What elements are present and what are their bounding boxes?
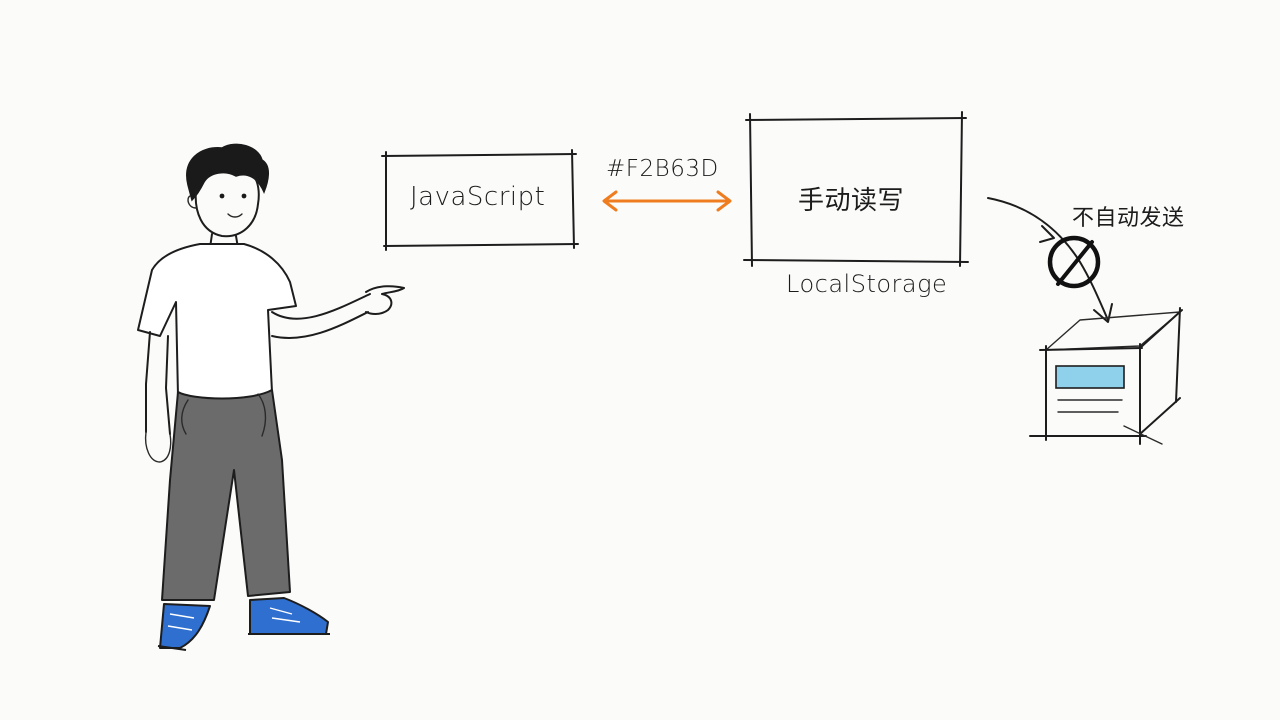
person-shoe-right (249, 597, 329, 635)
person-hair (186, 143, 269, 202)
javascript-box-label: JavaScript (410, 182, 546, 212)
arrow-color-label: #F2B63D (606, 156, 719, 182)
prohibited-icon (1047, 235, 1101, 289)
server-screen (1055, 365, 1125, 389)
person-shoe-left (159, 603, 211, 649)
send-arrow (987, 197, 1113, 323)
server-icon (1029, 307, 1183, 445)
person-shirt (137, 243, 297, 403)
storage-box-caption: LocalStorage (786, 270, 948, 298)
storage-box-frame (743, 111, 969, 267)
storage-box-label: 手动读写 (798, 186, 905, 216)
person-illustration (137, 143, 405, 651)
javascript-box-frame (381, 149, 579, 251)
no-auto-send-label: 不自动发送 (1072, 206, 1185, 231)
person-face (194, 175, 260, 238)
person-pants (161, 389, 291, 601)
bidirectional-arrow (602, 190, 732, 212)
